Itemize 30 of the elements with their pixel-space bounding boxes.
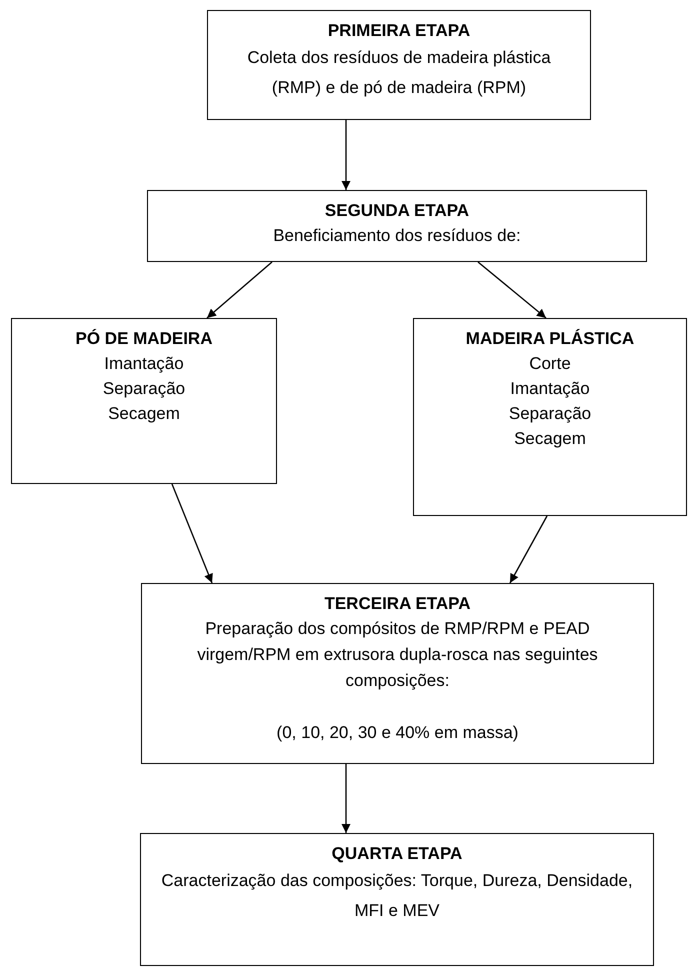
step-text: Imantação	[104, 353, 184, 375]
arrow	[206, 262, 272, 318]
arrow	[478, 262, 546, 318]
step-text: Caracterização das composições: Torque, Dureza, Densidade, MFI e MEV	[160, 870, 634, 922]
process-box	[11, 318, 277, 484]
process-box	[207, 10, 591, 120]
arrow	[171, 484, 213, 584]
step-heading: PRIMEIRA ETAPA	[328, 20, 470, 42]
step-text: Beneficiamento dos resíduos de:	[273, 225, 521, 247]
step-text: Corte	[529, 353, 571, 375]
process-box	[413, 318, 687, 516]
step-text: (0, 10, 20, 30 e 40% em massa)	[276, 722, 518, 744]
step-text: Separação	[102, 378, 186, 400]
process-box	[141, 583, 654, 764]
process-box	[140, 833, 654, 966]
step-heading: MADEIRA PLÁSTICA	[466, 328, 634, 350]
step-heading: SEGUNDA ETAPA	[324, 200, 470, 222]
step-heading: QUARTA ETAPA	[332, 843, 462, 865]
step-text: Secagem	[108, 403, 180, 425]
arrow	[341, 764, 351, 833]
step-text: Coleta dos resíduos de madeira plástica (RMP) e de pó de madeira (RPM)	[246, 47, 552, 99]
step-text: Separação	[508, 403, 592, 425]
step-heading: PÓ DE MADEIRA	[76, 328, 212, 350]
arrow	[341, 120, 351, 190]
process-box	[147, 190, 647, 262]
arrow	[509, 516, 548, 584]
step-text: Secagem	[514, 428, 586, 450]
step-text: Imantação	[510, 378, 590, 400]
step-text: Preparação dos compósitos de RMP/RPM e PEAD virgem/RPM em extrusora dupla-rosca nas seguintes composições:	[196, 618, 599, 692]
step-heading: TERCEIRA ETAPA	[324, 593, 471, 615]
